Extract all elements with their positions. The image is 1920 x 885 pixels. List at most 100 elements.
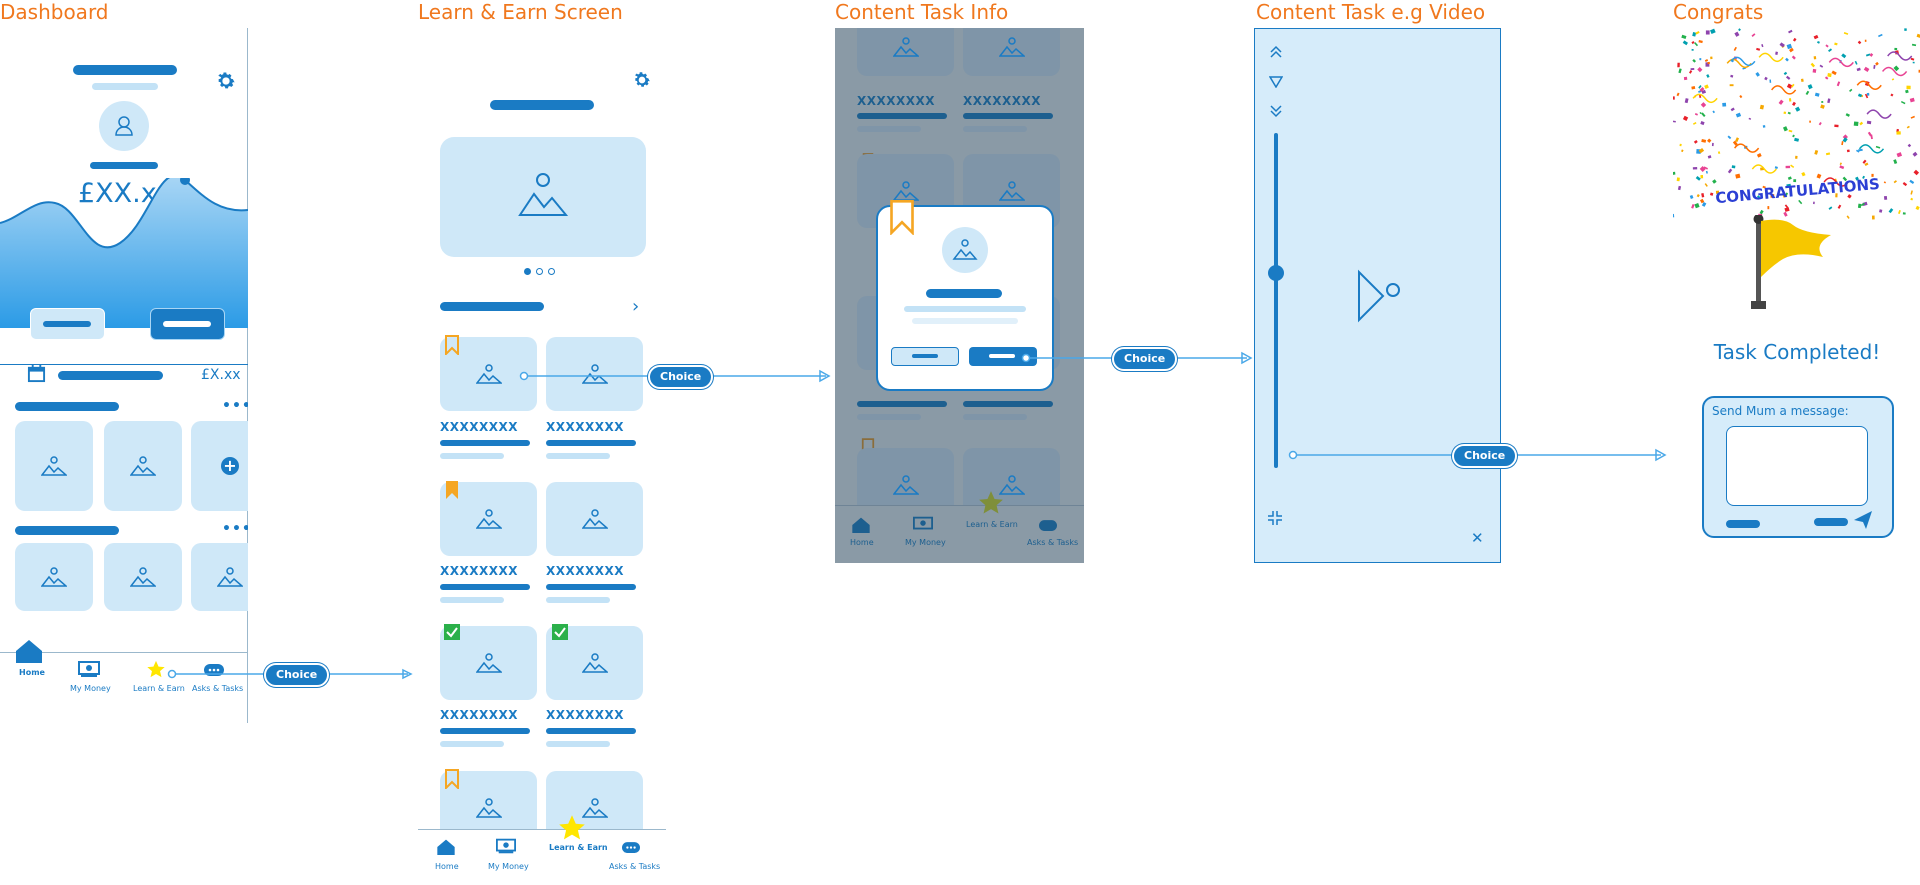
carousel-dot-active[interactable] xyxy=(524,268,531,275)
content-card[interactable] xyxy=(546,482,643,556)
confetti-piece xyxy=(1825,44,1829,48)
confetti-piece xyxy=(1694,42,1699,47)
confetti-piece xyxy=(1842,137,1848,143)
confetti-piece xyxy=(1673,171,1676,175)
image-placeholder-icon xyxy=(581,798,608,818)
star-icon[interactable] xyxy=(557,814,587,842)
confetti-piece xyxy=(1891,78,1895,81)
confetti-piece xyxy=(1816,173,1822,179)
home-icon[interactable] xyxy=(436,838,456,856)
confetti-piece xyxy=(1730,107,1735,112)
triangle-down-icon[interactable] xyxy=(1269,76,1283,88)
dashboard-tile[interactable] xyxy=(104,543,182,611)
confetti-piece xyxy=(1712,110,1716,114)
confetti-piece xyxy=(1673,213,1675,218)
confetti-piece xyxy=(1786,183,1792,188)
image-placeholder-icon xyxy=(998,475,1025,495)
confetti-piece xyxy=(1915,205,1920,211)
confetti-piece xyxy=(1696,194,1700,198)
confetti-piece xyxy=(1704,183,1708,187)
streamer xyxy=(1751,164,1777,174)
nav-home-label: Home xyxy=(19,668,45,677)
bookmark-filled-icon[interactable] xyxy=(444,480,460,500)
choice-label[interactable]: Choice xyxy=(1112,347,1178,371)
confetti-piece xyxy=(1735,112,1742,118)
home-icon[interactable] xyxy=(14,638,44,664)
card-title: XXXXXXXX xyxy=(440,564,519,578)
confetti-piece xyxy=(1867,131,1872,137)
settings-gear-icon[interactable] xyxy=(632,70,652,90)
confetti-piece xyxy=(1710,56,1713,60)
choice-label[interactable]: Choice xyxy=(1452,444,1518,468)
chat-icon[interactable] xyxy=(204,664,224,677)
dashboard-button-left[interactable] xyxy=(30,308,105,340)
confetti-piece xyxy=(1692,167,1698,170)
nav-asks-tasks-label: Asks & Tasks xyxy=(609,862,661,871)
plus-icon[interactable]: + xyxy=(221,457,239,475)
confetti-piece xyxy=(1787,111,1791,115)
carousel-dot[interactable] xyxy=(536,268,543,275)
star-icon[interactable] xyxy=(146,660,166,679)
bookmark-icon[interactable] xyxy=(888,199,916,235)
image-placeholder-icon xyxy=(41,567,67,587)
send-icon[interactable] xyxy=(1852,509,1874,531)
modal-cancel-button[interactable] xyxy=(891,347,959,366)
close-icon[interactable]: ✕ xyxy=(1471,529,1484,547)
confetti-piece xyxy=(1759,104,1765,110)
money-icon[interactable] xyxy=(496,838,516,854)
confetti-piece xyxy=(1835,193,1838,198)
choice-label[interactable]: Choice xyxy=(264,663,330,687)
hero-carousel[interactable] xyxy=(440,137,646,257)
modal-image-circle xyxy=(942,227,988,273)
dashboard-tile[interactable] xyxy=(104,421,182,511)
confetti-piece xyxy=(1755,72,1760,77)
confetti-piece xyxy=(1698,40,1703,44)
message-option-bar[interactable] xyxy=(1814,518,1848,526)
task-completed-text: Task Completed! xyxy=(1713,340,1881,364)
choice-label[interactable]: Choice xyxy=(648,365,714,389)
confetti-piece xyxy=(1774,166,1778,170)
confetti-piece xyxy=(1701,89,1707,94)
confetti-piece xyxy=(1824,76,1829,80)
video-screen: ✕ xyxy=(1254,28,1501,563)
confetti-piece xyxy=(1731,59,1735,63)
title-content-task-info: Content Task Info xyxy=(835,0,1009,24)
skip-up-icon[interactable] xyxy=(1269,45,1283,59)
confetti-piece xyxy=(1841,141,1844,146)
settings-gear-icon[interactable] xyxy=(215,70,237,92)
connector-origin-dot xyxy=(1021,353,1031,363)
dashboard-screen: £XX.xx £X.xx ••• + ••• Home xyxy=(0,28,248,723)
modal-start-button[interactable] xyxy=(969,347,1037,366)
dashboard-tile[interactable] xyxy=(15,543,93,611)
chat-icon[interactable] xyxy=(622,842,640,854)
bookmark-icon[interactable] xyxy=(444,335,460,355)
confetti-piece xyxy=(1910,115,1915,119)
confetti-piece xyxy=(1731,165,1736,169)
skip-down-icon[interactable] xyxy=(1269,104,1283,118)
chat-icon xyxy=(1039,520,1057,531)
message-option-bar[interactable] xyxy=(1726,520,1760,528)
money-icon[interactable] xyxy=(78,661,100,677)
title-dashboard: Dashboard xyxy=(0,0,109,24)
chevron-right-icon[interactable]: › xyxy=(632,296,640,317)
message-textarea[interactable] xyxy=(1726,426,1868,506)
confetti-piece xyxy=(1729,84,1734,87)
card-title: XXXXXXXX xyxy=(546,564,625,578)
streamer xyxy=(1881,66,1908,77)
dashboard-tile[interactable] xyxy=(191,543,248,611)
section-2-title-bar xyxy=(15,526,119,535)
play-icon[interactable] xyxy=(1355,269,1403,323)
volume-slider-track[interactable] xyxy=(1274,133,1278,468)
volume-slider-handle[interactable] xyxy=(1268,265,1284,281)
confetti-piece xyxy=(1898,209,1901,215)
nav-divider xyxy=(0,652,248,653)
dashboard-button-right[interactable] xyxy=(150,308,225,340)
bookmark-icon[interactable] xyxy=(444,769,460,789)
carousel-dot[interactable] xyxy=(548,268,555,275)
confetti-piece xyxy=(1785,192,1788,196)
confetti-piece xyxy=(1779,42,1785,48)
dashboard-tile[interactable] xyxy=(15,421,93,511)
minimize-icon[interactable] xyxy=(1267,510,1283,526)
image-placeholder-icon xyxy=(892,37,919,57)
